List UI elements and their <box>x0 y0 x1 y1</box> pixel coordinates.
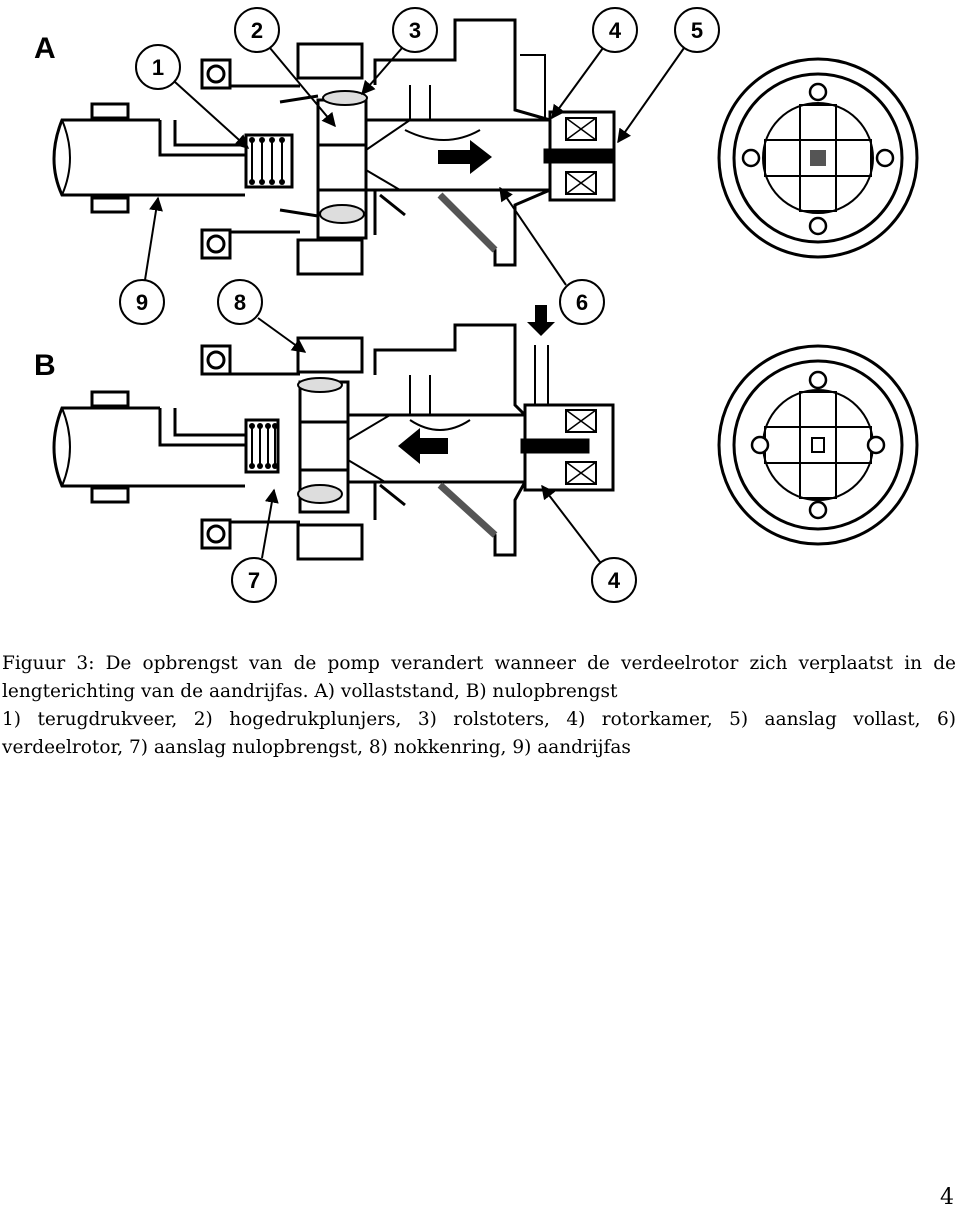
rotor-chamber-channel-a <box>438 188 551 267</box>
cam-ring-bottom-a <box>296 238 364 276</box>
callout-8-label: 8 <box>234 290 246 315</box>
return-spring-b <box>244 418 280 474</box>
callout-5 <box>674 7 720 53</box>
callout-6 <box>559 279 605 325</box>
pump-diagram: A <box>34 7 919 603</box>
callouts-a: 1 2 3 4 5 9 8 6 <box>119 7 720 353</box>
page-number: 4 <box>940 1185 954 1210</box>
shaft-collar-bottom-b <box>90 486 130 504</box>
callout-9 <box>119 279 165 325</box>
callout-8 <box>217 279 263 325</box>
cam-ring-top-a <box>296 42 364 80</box>
callout-1 <box>135 44 181 90</box>
callout-1-label: 1 <box>152 55 164 80</box>
cam-disc-a <box>717 57 919 259</box>
zero-delivery-stop-b <box>520 438 590 454</box>
callout-3 <box>392 7 438 53</box>
callout-6-label: 6 <box>576 290 588 315</box>
callout-9-label: 9 <box>136 290 148 315</box>
shaft-collar-bottom-a <box>90 196 130 214</box>
bearing-top-b <box>200 344 232 376</box>
shift-arrow-b <box>527 305 555 336</box>
full-load-stop-a <box>543 148 613 164</box>
callout-3-label: 3 <box>409 18 421 43</box>
callout-5-label: 5 <box>691 18 703 43</box>
roller-bottom-a <box>319 204 365 224</box>
bearing-bottom-b <box>200 518 232 550</box>
cam-ring-bottom-b <box>296 523 364 561</box>
callout-4-label: 4 <box>609 18 622 43</box>
drive-shaft-a <box>52 118 160 197</box>
callout-2 <box>234 7 280 53</box>
section-label-b: B <box>34 349 56 382</box>
figure-caption: Figuur 3: De opbrengst van de pomp veran… <box>2 650 956 762</box>
pump-section-b <box>52 305 615 561</box>
flow-arrow-a <box>438 140 492 174</box>
cam-ring-top-b <box>296 336 364 374</box>
callout-4b-label: 4 <box>608 568 621 593</box>
caption-legend: 1) terugdrukveer, 2) hogedrukplunjers, 3… <box>2 709 956 758</box>
return-spring-a <box>244 133 294 189</box>
shaft-collar-top-b <box>90 390 130 408</box>
caption-title: Figuur 3: De opbrengst van de pomp veran… <box>2 653 956 702</box>
callout-7 <box>231 557 277 603</box>
bearing-top-a <box>200 58 232 90</box>
spring-coils-a <box>251 138 283 184</box>
bearing-bottom-a <box>200 228 232 260</box>
callout-4 <box>592 7 638 53</box>
roller-top-a <box>322 90 368 106</box>
flow-arrow-b <box>398 428 448 464</box>
callouts-b: 7 4 <box>231 484 637 603</box>
section-label-a: A <box>34 32 56 65</box>
callout-2-label: 2 <box>251 18 263 43</box>
shaft-collar-top-a <box>90 102 130 120</box>
cam-disc-b <box>717 344 919 546</box>
drive-shaft-b <box>52 406 160 488</box>
callout-7-label: 7 <box>248 568 260 593</box>
callout-4b <box>591 557 637 603</box>
pump-section-a <box>52 18 616 276</box>
